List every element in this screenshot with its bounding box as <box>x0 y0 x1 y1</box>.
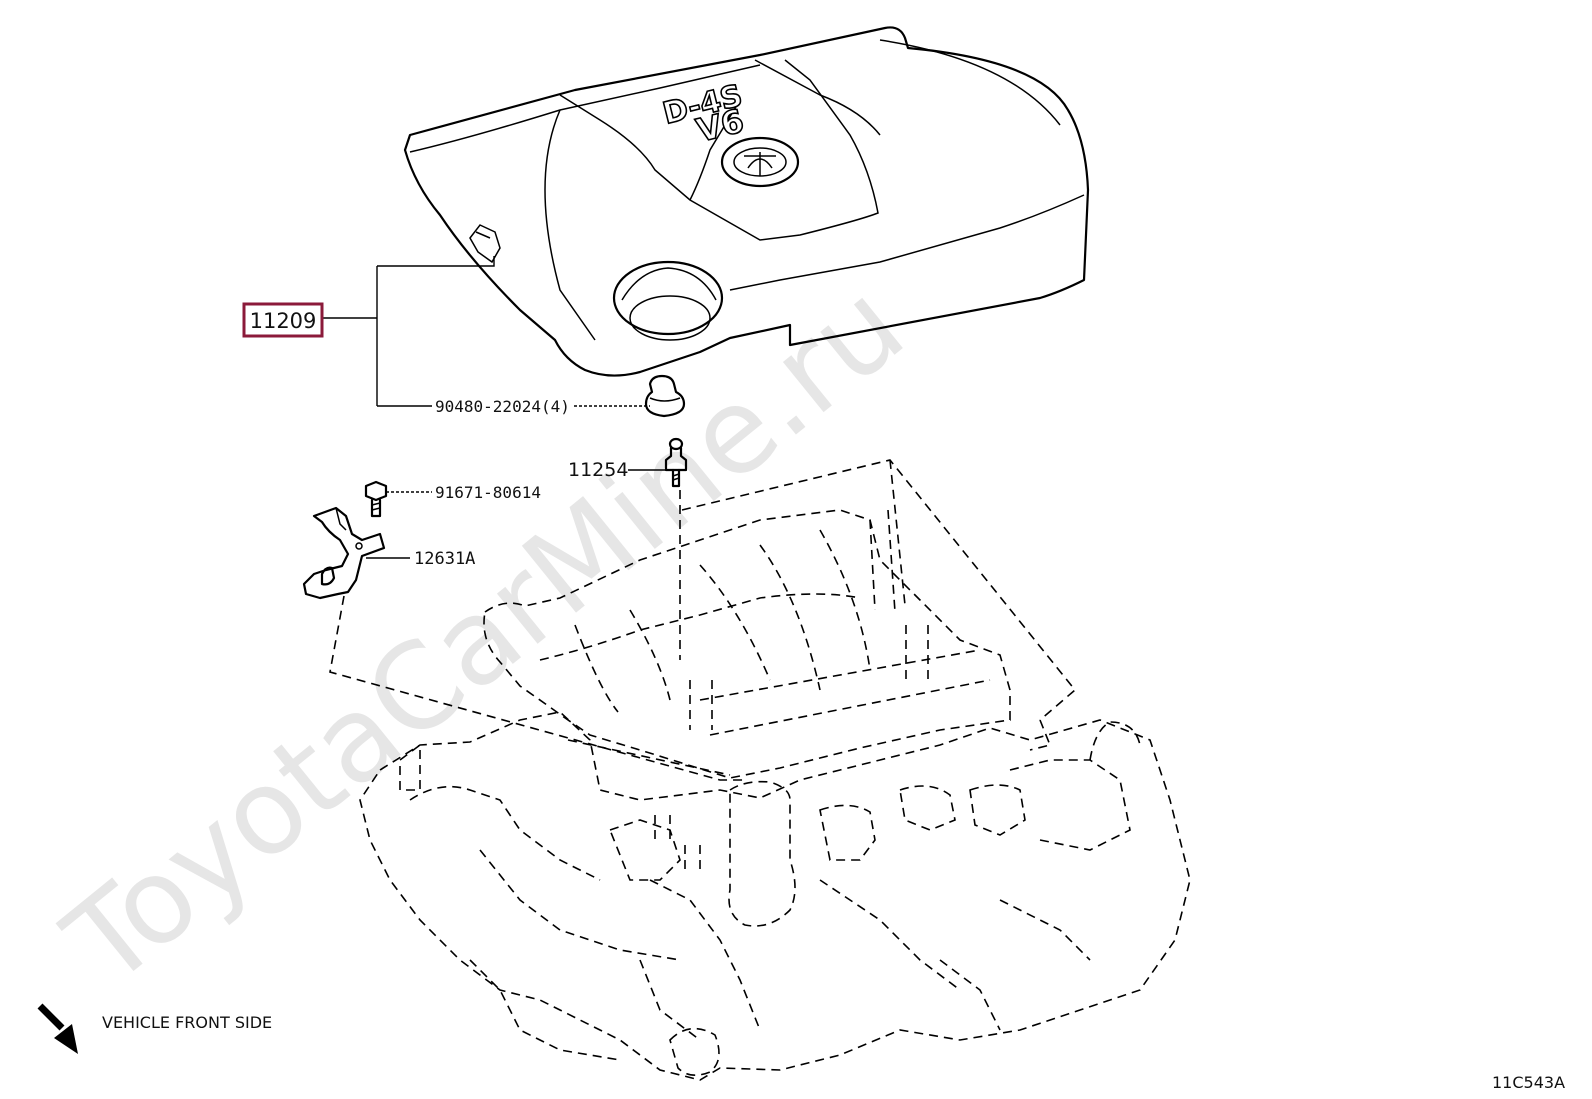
engine-assembly-drawing <box>329 459 1191 1081</box>
bolt-drawing[interactable] <box>364 480 388 518</box>
part-number-engine-cover: 11209 <box>250 309 317 333</box>
part-number-grommet[interactable]: 90480-22024(4) <box>435 397 570 416</box>
part-number-stud[interactable]: 11254 <box>568 459 628 481</box>
leader-lines <box>322 256 668 559</box>
bracket-drawing[interactable] <box>302 506 386 600</box>
grommet-drawing[interactable] <box>644 374 686 418</box>
engine-cover-drawing[interactable] <box>403 26 1090 377</box>
stud-drawing[interactable] <box>664 437 688 488</box>
callout-engine-cover[interactable]: 11209 <box>242 302 324 338</box>
diagram-code: 11C543A <box>1492 1073 1565 1092</box>
part-number-bolt[interactable]: 91671-80614 <box>435 483 541 502</box>
part-number-bracket[interactable]: 12631A <box>414 549 475 569</box>
front-direction-arrow-icon <box>37 1003 78 1054</box>
vehicle-front-side-label: VEHICLE FRONT SIDE <box>102 1013 272 1032</box>
